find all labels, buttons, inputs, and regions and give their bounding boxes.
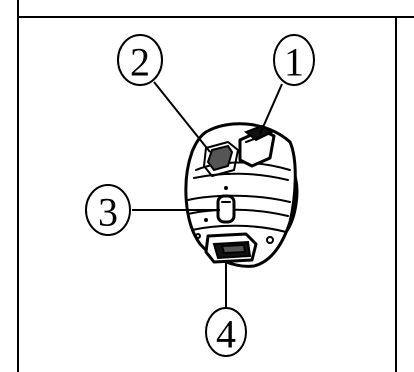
callout-2-label: 2 bbox=[130, 40, 150, 85]
callout-2: 2 bbox=[117, 34, 163, 86]
switch-housing bbox=[184, 122, 299, 268]
callout-1-label: 1 bbox=[284, 40, 304, 85]
callout-4-label: 4 bbox=[216, 312, 236, 357]
frame bbox=[17, 0, 414, 372]
leader-2 bbox=[153, 81, 211, 153]
callout-4: 4 bbox=[205, 307, 247, 357]
leader-lines bbox=[132, 81, 283, 312]
callout-3-label: 3 bbox=[98, 190, 118, 235]
leader-1 bbox=[259, 83, 283, 135]
callout-3: 3 bbox=[85, 184, 131, 236]
callout-1: 1 bbox=[273, 34, 315, 86]
